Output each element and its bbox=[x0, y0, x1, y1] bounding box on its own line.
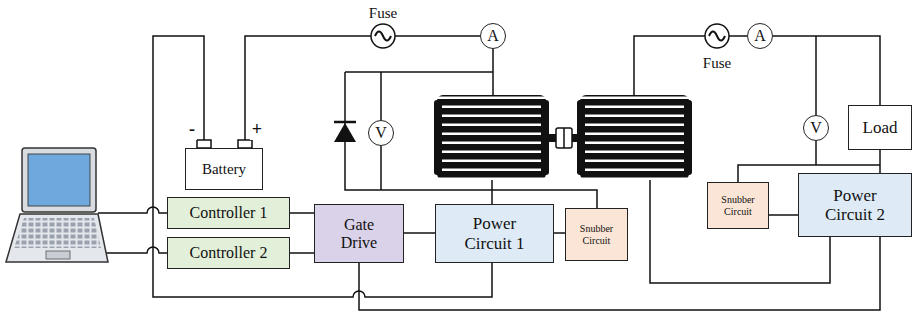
signal-wire bbox=[290, 252, 314, 254]
node-text: Controller 2 bbox=[190, 244, 268, 262]
node-text: V bbox=[810, 119, 822, 137]
signal-wire bbox=[769, 214, 798, 216]
wire-group bbox=[88, 36, 880, 310]
fuse-label: Fuse bbox=[701, 55, 733, 72]
wire bbox=[729, 35, 747, 37]
wire bbox=[634, 36, 705, 95]
wire bbox=[879, 150, 881, 173]
fuse-label: Fuse bbox=[367, 5, 399, 22]
dc-motor bbox=[434, 95, 549, 180]
node-text: A bbox=[754, 27, 766, 45]
shaft-coupling bbox=[549, 128, 579, 148]
voltmeter-circle: V bbox=[803, 115, 829, 141]
ammeter-circle: A bbox=[480, 23, 506, 49]
battery-terminal bbox=[197, 140, 211, 148]
wire bbox=[395, 35, 480, 37]
load-box: Load bbox=[848, 105, 912, 150]
power-circuit-box: Power Circuit 1 bbox=[435, 204, 554, 263]
power-circuit-box: Power Circuit 2 bbox=[798, 173, 912, 237]
diode-symbol bbox=[334, 122, 356, 142]
node-text: Gate Drive bbox=[325, 216, 393, 252]
voltmeter-circle: V bbox=[368, 120, 394, 146]
wire bbox=[98, 207, 167, 213]
controller-box: Controller 1 bbox=[167, 197, 290, 229]
fuse-symbol bbox=[705, 24, 729, 48]
dc-generator bbox=[577, 95, 692, 180]
signal-wire bbox=[404, 232, 435, 234]
terminal-sign: - bbox=[187, 120, 197, 140]
node-text: Snubber Circuit bbox=[712, 194, 764, 216]
wire bbox=[773, 36, 880, 105]
snubber-box: Snubber Circuit bbox=[565, 208, 628, 261]
battery-terminal bbox=[238, 140, 252, 148]
node-text: A bbox=[487, 27, 499, 45]
signal-wire bbox=[290, 212, 314, 214]
node-text: Power Circuit 1 bbox=[451, 214, 538, 252]
controller-box: Controller 2 bbox=[167, 237, 290, 269]
fuse-symbol bbox=[371, 24, 395, 48]
battery-box: Battery bbox=[185, 148, 263, 190]
wire bbox=[815, 36, 817, 115]
wire bbox=[345, 71, 493, 73]
ammeter-circle: A bbox=[747, 23, 773, 49]
snubber-box: Snubber Circuit bbox=[707, 182, 769, 229]
wire bbox=[815, 141, 817, 165]
gate-drive-box: Gate Drive bbox=[314, 204, 404, 263]
node-text: V bbox=[375, 124, 387, 142]
signal-wire bbox=[554, 232, 565, 234]
node-text: Snubber Circuit bbox=[570, 223, 623, 245]
laptop-icon bbox=[6, 148, 108, 262]
terminal-sign: + bbox=[250, 120, 264, 140]
wire bbox=[380, 146, 382, 190]
wire bbox=[245, 36, 371, 141]
node-text: Controller 1 bbox=[190, 204, 268, 222]
node-text: Battery bbox=[202, 161, 246, 178]
wire bbox=[380, 72, 382, 120]
node-text: Power Circuit 2 bbox=[814, 186, 896, 224]
node-text: Load bbox=[863, 118, 898, 137]
wire bbox=[491, 180, 493, 204]
